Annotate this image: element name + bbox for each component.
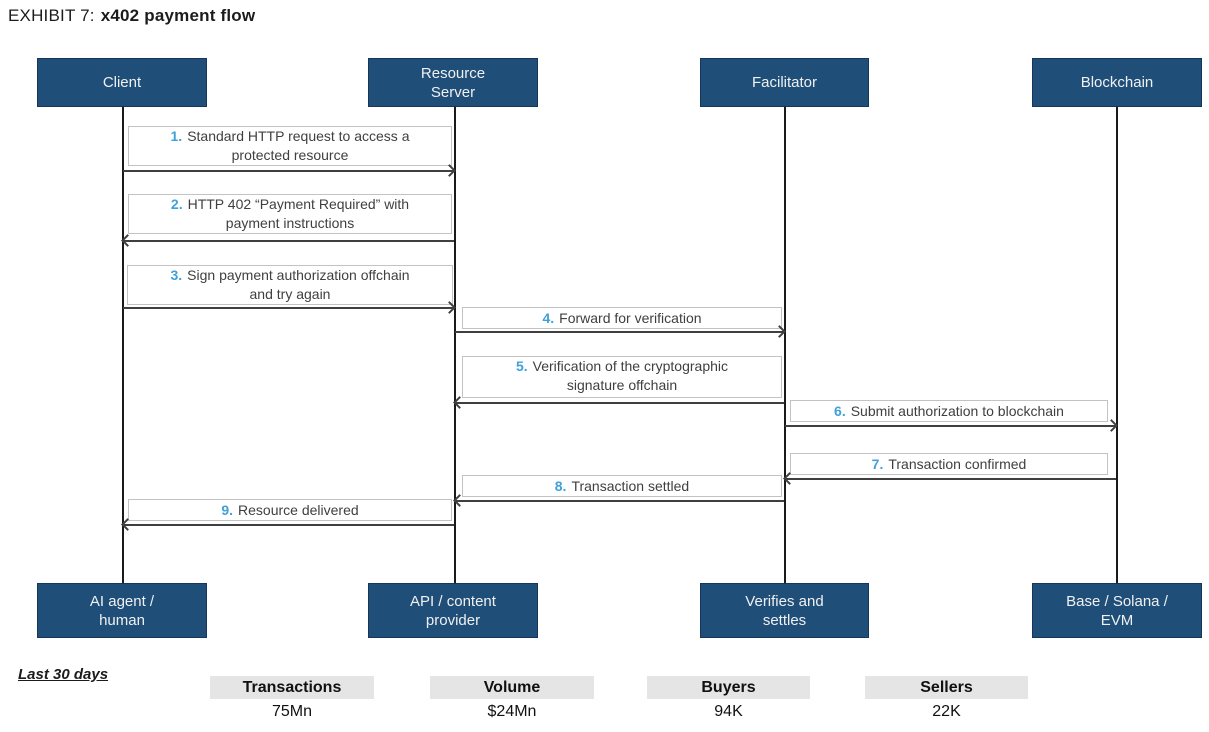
exhibit-name: x402 payment flow	[100, 6, 256, 25]
message-8-arrow	[453, 494, 784, 507]
message-3-number: 3.	[170, 267, 183, 283]
message-label-5: 5.Verification of the cryptographic sign…	[462, 356, 782, 398]
message-5-arrow	[453, 396, 784, 409]
message-label-2: 2.HTTP 402 “Payment Required” with payme…	[128, 194, 452, 234]
message-3-text: Sign payment authorization offchain and …	[187, 267, 410, 302]
stat-value-transactions: 75Mn	[271, 703, 313, 720]
message-2-number: 2.	[170, 196, 183, 212]
message-8-number: 8.	[554, 478, 567, 494]
lifeline-client	[122, 107, 124, 583]
message-9-arrow	[121, 518, 454, 531]
message-2-text: HTTP 402 “Payment Required” with payment…	[187, 196, 410, 231]
stat-header-volume: Volume	[430, 676, 594, 699]
message-label-9: 9.Resource delivered	[128, 499, 452, 521]
message-5-text: Verification of the cryptographic signat…	[532, 358, 729, 393]
message-7-number: 7.	[871, 456, 884, 472]
message-7-arrow	[783, 472, 1116, 485]
message-label-1: 1.Standard HTTP request to access a prot…	[128, 126, 452, 166]
message-9-text: Resource delivered	[238, 502, 359, 518]
message-label-7: 7.Transaction confirmed	[790, 453, 1108, 475]
message-1-text: Standard HTTP request to access a protec…	[187, 128, 410, 163]
message-label-4: 4.Forward for verification	[462, 307, 782, 329]
actor-role-ai-agent-human: AI agent / human	[37, 583, 207, 638]
actor-role-base-solana-evm: Base / Solana / EVM	[1032, 583, 1202, 638]
message-6-number: 6.	[834, 403, 846, 419]
stat-value-sellers: 22K	[932, 703, 961, 720]
message-7-text: Transaction confirmed	[888, 456, 1027, 472]
lifeline-blockchain	[1116, 107, 1118, 583]
lifeline-facilitator	[784, 107, 786, 583]
message-1-number: 1.	[170, 128, 183, 144]
message-4-text: Forward for verification	[559, 310, 702, 326]
stat-header-buyers: Buyers	[647, 676, 810, 699]
message-label-6: 6.Submit authorization to blockchain	[790, 400, 1108, 422]
stat-value-buyers: 94K	[714, 703, 743, 720]
actor-client: Client	[37, 58, 207, 107]
message-2-arrow	[121, 234, 454, 247]
message-label-3: 3.Sign payment authorization offchain an…	[127, 265, 453, 305]
message-6-text: Submit authorization to blockchain	[850, 403, 1064, 419]
message-4-number: 4.	[542, 310, 555, 326]
message-3-arrow	[123, 301, 456, 314]
message-9-number: 9.	[221, 502, 234, 518]
actor-role-api-content-provider: API / content provider	[368, 583, 538, 638]
message-6-arrow	[785, 419, 1118, 432]
stat-value-volume: $24Mn	[487, 703, 537, 720]
actor-resource-server: Resource Server	[368, 58, 538, 107]
actor-role-verifies-and-settles: Verifies and settles	[700, 583, 869, 638]
message-label-8: 8.Transaction settled	[462, 475, 782, 497]
exhibit-title: EXHIBIT 7: x402 payment flow	[8, 6, 255, 26]
exhibit-number-label: EXHIBIT 7:	[8, 6, 95, 25]
message-5-number: 5.	[515, 358, 528, 374]
stat-header-sellers: Sellers	[865, 676, 1028, 699]
stat-header-transactions: Transactions	[210, 676, 374, 699]
lifeline-resource-server	[454, 107, 456, 583]
period-label: Last 30 days	[18, 666, 109, 683]
actor-facilitator: Facilitator	[700, 58, 869, 107]
message-4-arrow	[455, 325, 786, 338]
message-8-text: Transaction settled	[571, 478, 690, 494]
actor-blockchain: Blockchain	[1032, 58, 1202, 107]
message-1-arrow	[123, 164, 456, 177]
